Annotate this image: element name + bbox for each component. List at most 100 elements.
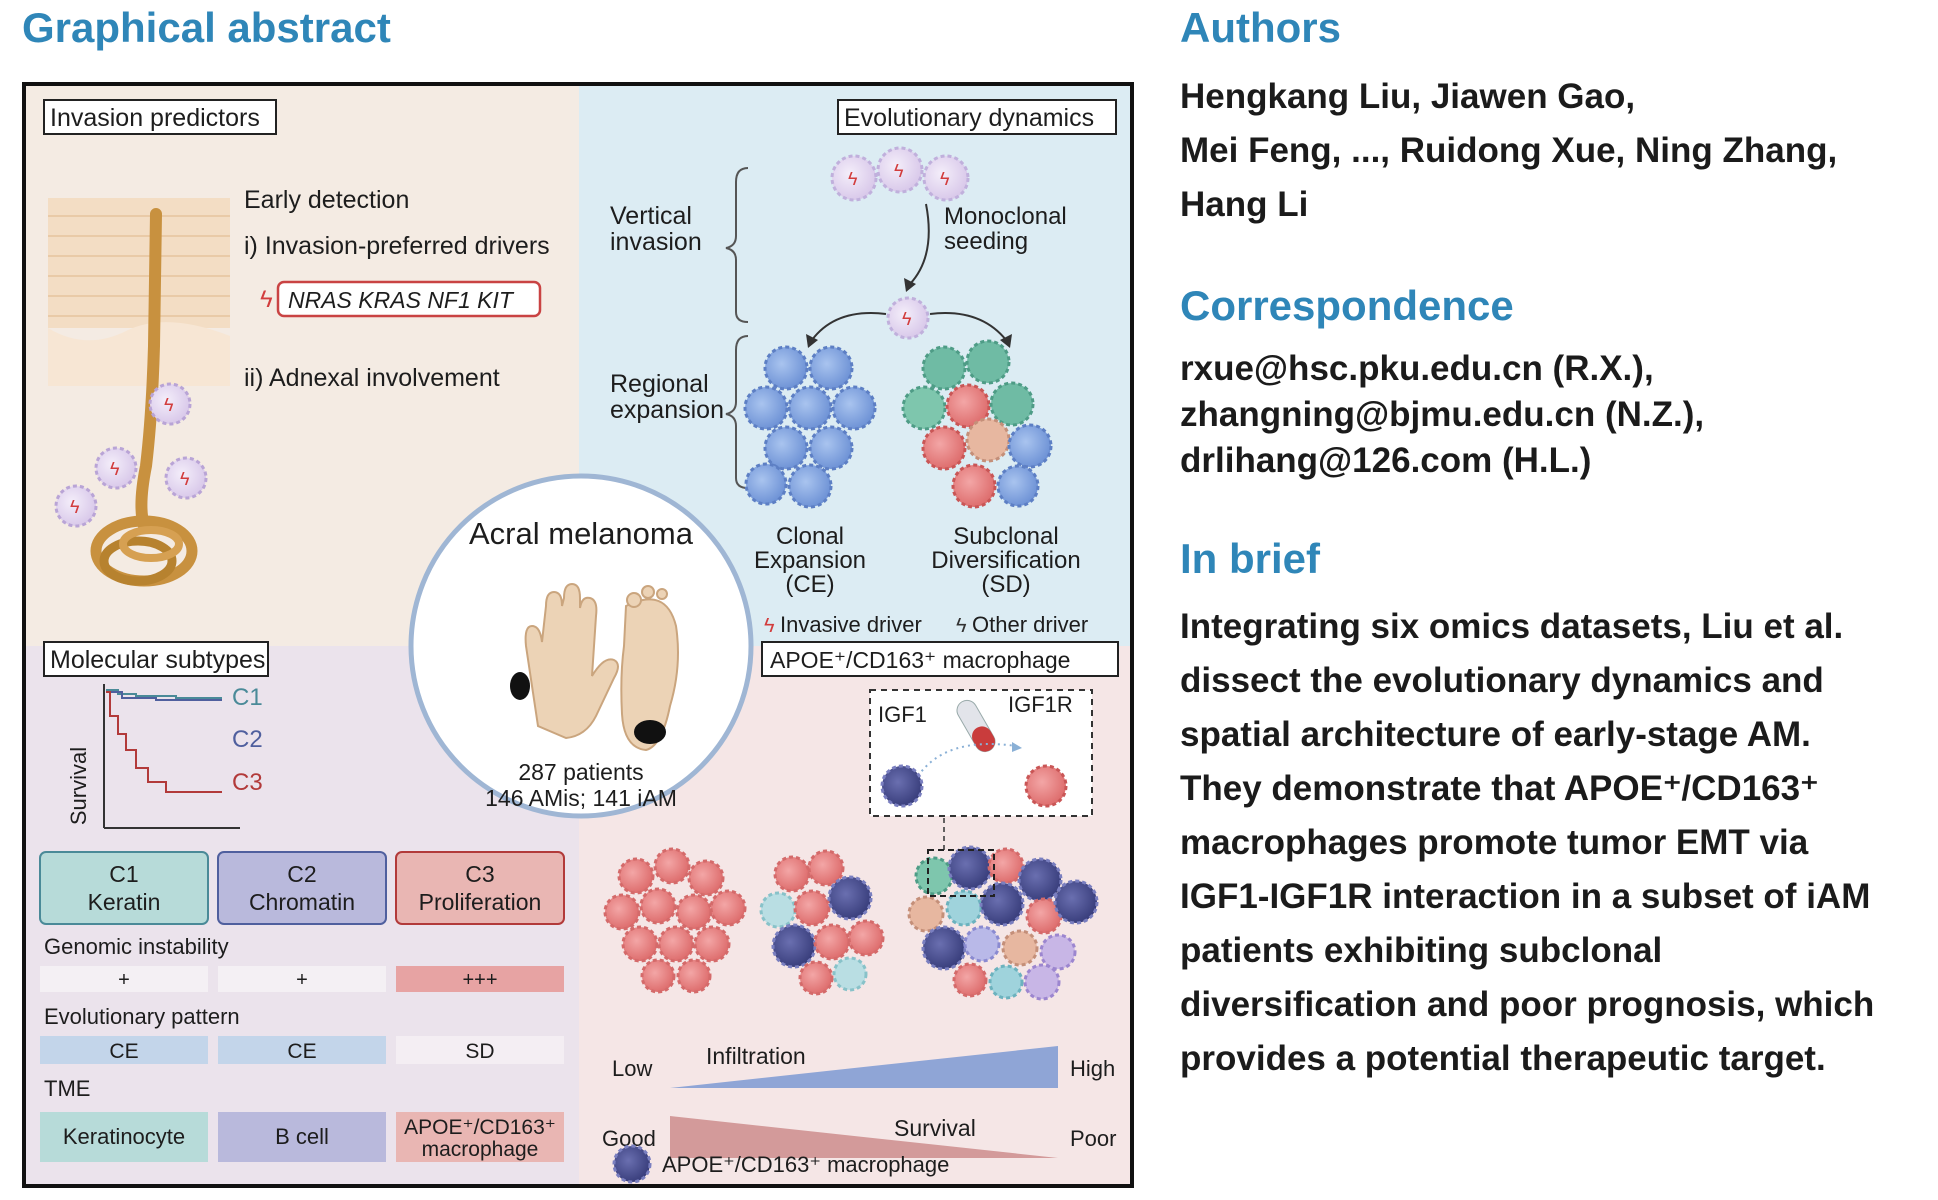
branch-arrow-left bbox=[811, 312, 887, 341]
genomic-c2: + bbox=[296, 969, 308, 991]
bracket-icon bbox=[725, 167, 749, 489]
in-brief-line: They demonstrate that APOE⁺/CD163⁺ bbox=[1180, 769, 1819, 808]
hand-icon bbox=[510, 582, 619, 740]
patient-count: 287 patients bbox=[518, 759, 643, 785]
svg-text:Expansion: Expansion bbox=[754, 547, 866, 574]
infiltration-high-label: High bbox=[1070, 1056, 1115, 1081]
tme-c1: Keratinocyte bbox=[63, 1124, 185, 1149]
email-link[interactable]: zhangning@bjmu.edu.cn (N.Z.), bbox=[1180, 395, 1705, 434]
infiltration-label: Infiltration bbox=[706, 1043, 806, 1069]
c1-legend: C1 bbox=[232, 684, 263, 711]
graphical-abstract-title: Graphical abstract bbox=[22, 4, 391, 51]
evolution-panel-label: Evolutionary dynamics bbox=[844, 104, 1094, 132]
subtypes-panel-label: Molecular subtypes bbox=[50, 646, 265, 674]
tme-label: TME bbox=[44, 1076, 90, 1101]
clonal-expansion-cluster bbox=[743, 345, 877, 509]
email-link[interactable]: rxue@hsc.pku.edu.cn (R.X.), bbox=[1180, 349, 1654, 388]
c3-curve bbox=[106, 691, 222, 793]
genomic-c1: + bbox=[118, 969, 130, 991]
c1-curve bbox=[106, 689, 222, 699]
c2-curve bbox=[106, 691, 222, 701]
vertical-invasion-label: Vertical bbox=[610, 202, 692, 230]
c3-legend: C3 bbox=[232, 769, 263, 796]
subtype-c1-box: C1 Keratin bbox=[39, 851, 209, 925]
subtype-c2-box: C2 Chromatin bbox=[217, 851, 387, 925]
branch-arrow-right bbox=[929, 312, 1007, 341]
subclonal-diversification-label: Subclonal Diversification (SD) bbox=[931, 523, 1080, 598]
lightning-icon: ϟ bbox=[260, 286, 273, 313]
tumor-cell-icon bbox=[1024, 764, 1068, 808]
svg-text:(CE): (CE) bbox=[785, 571, 834, 598]
tumor-cluster-high bbox=[907, 845, 1099, 1001]
invasion-panel-label: Invasion predictors bbox=[50, 104, 260, 132]
evo-c3: SD bbox=[465, 1040, 494, 1063]
authors-heading: Authors bbox=[1180, 4, 1341, 51]
in-brief-line: spatial architecture of early-stage AM. bbox=[1180, 715, 1811, 754]
infiltration-gradient bbox=[670, 1046, 1058, 1088]
other-driver-legend: Other driver bbox=[972, 612, 1088, 637]
vertical-invasion-label-2: invasion bbox=[610, 228, 702, 256]
genomic-instability-label: Genomic instability bbox=[44, 934, 229, 959]
email-link[interactable]: drlihang@126.com (H.L.) bbox=[1180, 441, 1592, 480]
in-brief-line: diversification and poor prognosis, whic… bbox=[1180, 985, 1875, 1024]
macrophage-icon bbox=[880, 764, 924, 808]
svg-text:Diversification: Diversification bbox=[931, 547, 1080, 574]
acral-melanoma-circle: Acral melanoma 287 patients 146 AMis; 14… bbox=[408, 473, 754, 819]
svg-text:(SD): (SD) bbox=[981, 571, 1030, 598]
authors-line: Mei Feng, ..., Ruidong Xue, Ning Zhang, bbox=[1180, 131, 1838, 170]
c2-legend: C2 bbox=[232, 726, 263, 753]
adnexal-involvement-item: ii) Adnexal involvement bbox=[244, 364, 500, 392]
svg-text:C2: C2 bbox=[287, 861, 316, 887]
tumor-cluster-low bbox=[603, 847, 747, 994]
skin-tissue-illustration bbox=[48, 198, 230, 386]
survival-poor-label: Poor bbox=[1070, 1126, 1116, 1151]
early-detection-label: Early detection bbox=[244, 186, 409, 214]
survival-gradient-label: Survival bbox=[894, 1115, 976, 1141]
svg-text:ϟ: ϟ bbox=[940, 169, 950, 189]
evolutionary-pattern-label: Evolutionary pattern bbox=[44, 1004, 240, 1029]
in-brief-line: Integrating six omics datasets, Liu et a… bbox=[1180, 607, 1844, 646]
other-driver-icon: ϟ bbox=[956, 615, 967, 637]
adnexal-gland-illustration bbox=[90, 208, 198, 587]
genomic-c3: +++ bbox=[462, 969, 497, 991]
svg-text:Chromatin: Chromatin bbox=[249, 889, 355, 915]
svg-text:C1: C1 bbox=[109, 861, 138, 887]
survival-curve-plot: Survival C1 C2 C3 bbox=[66, 684, 263, 829]
tumor-cells-invasion: ϟ ϟ ϟ ϟ bbox=[54, 382, 208, 528]
subtype-c3-box: C3 Proliferation bbox=[395, 851, 565, 925]
driver-genes-box: NRAS KRAS NF1 KIT bbox=[288, 287, 515, 313]
evo-c1: CE bbox=[109, 1040, 138, 1063]
invasive-driver-icon: ϟ bbox=[764, 615, 775, 637]
svg-text:Subclonal: Subclonal bbox=[953, 523, 1058, 550]
svg-text:ϟ: ϟ bbox=[70, 497, 80, 517]
tumor-cluster-mid bbox=[759, 849, 885, 996]
tme-c3-line1: APOE⁺/CD163⁺ bbox=[404, 1116, 556, 1139]
macrophage-legend-icon bbox=[612, 1144, 652, 1184]
macrophage-panel-label: APOE⁺/CD163⁺ macrophage bbox=[770, 647, 1070, 673]
correspondence-emails: rxue@hsc.pku.edu.cn (R.X.), zhangning@bj… bbox=[1180, 346, 1920, 484]
in-brief-line: provides a potential therapeutic target. bbox=[1180, 1039, 1826, 1078]
center-title: Acral melanoma bbox=[469, 516, 694, 551]
graphical-abstract-figure: Invasion predictors ϟ ϟ ϟ ϟ Early detect… bbox=[22, 82, 1134, 1188]
svg-text:Clonal: Clonal bbox=[776, 523, 844, 550]
patient-groups: 146 AMis; 141 iAM bbox=[485, 785, 677, 811]
svg-text:ϟ: ϟ bbox=[164, 395, 174, 415]
in-brief-line: macrophages promote tumor EMT via bbox=[1180, 823, 1809, 862]
svg-text:ϟ: ϟ bbox=[110, 459, 120, 479]
monoclonal-arrow bbox=[909, 203, 930, 285]
drug-capsule-icon bbox=[956, 699, 996, 753]
svg-text:ϟ: ϟ bbox=[894, 161, 904, 181]
svg-text:Proliferation: Proliferation bbox=[419, 889, 542, 915]
clonal-expansion-label: Clonal Expansion (CE) bbox=[754, 523, 866, 598]
svg-text:C3: C3 bbox=[465, 861, 494, 887]
correspondence-heading: Correspondence bbox=[1180, 282, 1514, 329]
subclonal-diversification-cluster bbox=[901, 339, 1053, 509]
invasive-driver-legend: Invasive driver bbox=[780, 612, 922, 637]
regional-expansion-label: Regional bbox=[610, 370, 709, 398]
authors-line: Hang Li bbox=[1180, 185, 1309, 224]
authors-line: Hengkang Liu, Jiawen Gao, bbox=[1180, 77, 1636, 116]
evo-c2: CE bbox=[287, 1040, 316, 1063]
authors-list: Hengkang Liu, Jiawen Gao, Mei Feng, ...,… bbox=[1180, 70, 1920, 232]
tme-c3-line2: macrophage bbox=[422, 1138, 539, 1161]
in-brief-line: IGF1-IGF1R interaction in a subset of iA… bbox=[1180, 877, 1871, 916]
